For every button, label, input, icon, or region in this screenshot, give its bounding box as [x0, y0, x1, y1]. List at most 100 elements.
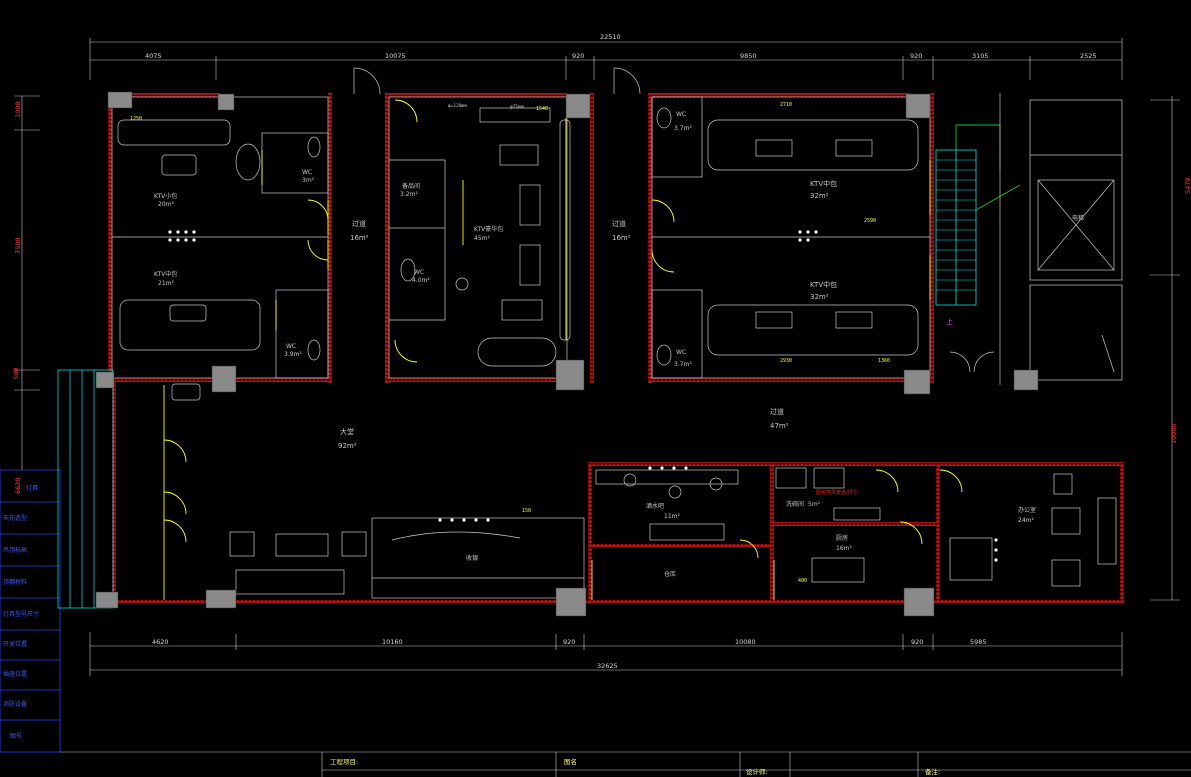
service-rooms [595, 467, 1117, 587]
title-project: 工程项目: [330, 757, 358, 766]
tiny-label-3: 1250 [130, 116, 142, 122]
legend-item-7: 插座位置 [3, 670, 27, 678]
room-corridor-1-area: 16m² [350, 234, 369, 242]
room-wc-4-area: 3.7m² [674, 125, 692, 132]
stair-up-mark: 上 [946, 317, 953, 326]
tiny-label-8: 1360 [878, 358, 890, 364]
legend-item-3: 吊顶标高 [3, 546, 27, 554]
room-corridor-2-title: 过道 [612, 219, 626, 228]
room-wc-4-title: WC [676, 111, 686, 118]
room-wc-3-area: 4.0m² [412, 277, 430, 284]
room-ktv-mid-1-area: 21m² [158, 280, 174, 287]
entrance-glass [57, 369, 114, 609]
right-ktv-yellow-details [651, 160, 931, 300]
top-doors [353, 67, 995, 373]
room-ktv-large-area: 45m² [474, 235, 490, 242]
room-corridor-3-area: 47m² [770, 422, 789, 430]
right-ktv-block [651, 96, 931, 379]
dim-top-total: 22510 [600, 33, 621, 41]
room-corridor-2-area: 16m² [612, 234, 631, 242]
room-corridor-3-title: 过道 [770, 407, 784, 416]
service-yellow-doors [591, 469, 963, 600]
room-wc-3-title: WC [414, 269, 424, 276]
dim-left-2: 7500 [14, 237, 22, 254]
room-dish-area: 5m² [808, 501, 821, 508]
dimension-top [89, 38, 1123, 80]
room-ktv-mid-3-title: KTV中包 [810, 280, 837, 289]
tiny-label-6: 2590 [864, 218, 876, 224]
room-wc-5-area: 3.7m² [674, 361, 692, 368]
room-ktv-mid-2-area: 32m² [810, 192, 829, 200]
dim-bottom-3: 920 [563, 638, 575, 646]
dim-left-4: 6620 [14, 477, 22, 494]
legend-item-9: 图号 [10, 733, 22, 740]
legend-item-5: 灯具型号尺寸 [3, 610, 39, 618]
left-ktv-yellow-details [261, 150, 329, 330]
room-bar-title: 酒水吧 [646, 502, 664, 510]
room-ktv-mid-2-title: KTV中包 [810, 179, 837, 188]
legend-item-4: 顶棚材料 [3, 578, 27, 586]
dim-bottom-4: 10080 [735, 638, 756, 646]
legend-table [0, 469, 61, 753]
dim-top-7: 2525 [1080, 52, 1097, 60]
room-wc-5-title: WC [676, 349, 686, 356]
dim-right-2: 10000 [1170, 423, 1178, 444]
room-ktv-mid-3-area: 32m² [810, 293, 829, 301]
tiny-label-10: 150 [522, 508, 531, 514]
dim-top-3: 920 [572, 52, 584, 60]
tiny-label-2: φ75mm [510, 104, 524, 110]
tiny-label-5: 1540 [536, 106, 548, 112]
room-stock-title: 仓库 [664, 570, 676, 578]
stair-treads [936, 159, 976, 291]
dim-left-1: 1000 [14, 101, 22, 118]
room-wc-1-title: WC [302, 169, 312, 176]
room-wc-2-area: 3.9m² [284, 351, 302, 358]
dim-bottom-1: 4620 [152, 638, 169, 646]
room-kitchen-title: 厨房 [836, 534, 848, 542]
title-remark: 备注: [925, 767, 940, 776]
room-kitchen-area: 16m² [836, 545, 852, 552]
light-fixtures [168, 230, 998, 562]
dim-top-1: 4075 [145, 52, 162, 60]
center-ktv-yellow-details [394, 99, 567, 363]
room-bar-area: 11m² [664, 513, 680, 520]
room-ktv-large-title: KTV豪华包 [474, 225, 503, 233]
stair-railing [955, 124, 1021, 211]
dimension-bottom [89, 632, 1123, 676]
legend-item-6: 开关位置 [3, 640, 27, 648]
dim-left-3: 500 [12, 368, 20, 380]
service-walls [588, 462, 1124, 604]
left-ktv-block [111, 96, 329, 379]
room-office-title: 办公室 [1018, 506, 1036, 514]
dim-top-4: 9850 [740, 52, 757, 60]
legend-item-2: 天花造型 [3, 514, 27, 522]
tiny-label-1: φ=120mm [448, 103, 467, 109]
staircase [935, 149, 977, 306]
title-drawing: 图名 [564, 757, 577, 766]
hall-yellow-doors [163, 385, 187, 600]
tiny-label-7: 2930 [780, 358, 792, 364]
dim-bottom-total: 32625 [597, 662, 618, 670]
title-block [60, 751, 1191, 777]
outer-walls [108, 93, 1124, 608]
legend-item-8: 消防设备 [3, 700, 27, 708]
room-ktv-small-1-title: KTV小包 [154, 192, 177, 200]
room-storage-area: 3.2m² [400, 191, 418, 198]
room-wc-1-area: 3m² [302, 177, 315, 184]
dim-right-1: 5470 [1184, 177, 1191, 194]
main-hall [171, 383, 585, 599]
dimension-right [1150, 96, 1180, 601]
dimension-left [14, 95, 40, 470]
red-note: 厨房排风管道/尺寸 [816, 489, 858, 496]
room-hall-title: 大堂 [340, 427, 354, 436]
room-cashier-title: 收银 [466, 554, 478, 562]
tiny-label-9: 400 [798, 578, 807, 584]
room-hall-area: 92m² [338, 442, 357, 450]
dim-bottom-6: 5985 [970, 638, 987, 646]
center-ktv-block [388, 96, 571, 379]
dim-bottom-2: 10160 [382, 638, 403, 646]
room-storage-title: 备品间 [402, 182, 420, 190]
elevator-block [999, 93, 1123, 385]
room-dish-title: 洗碗间 [786, 500, 804, 508]
